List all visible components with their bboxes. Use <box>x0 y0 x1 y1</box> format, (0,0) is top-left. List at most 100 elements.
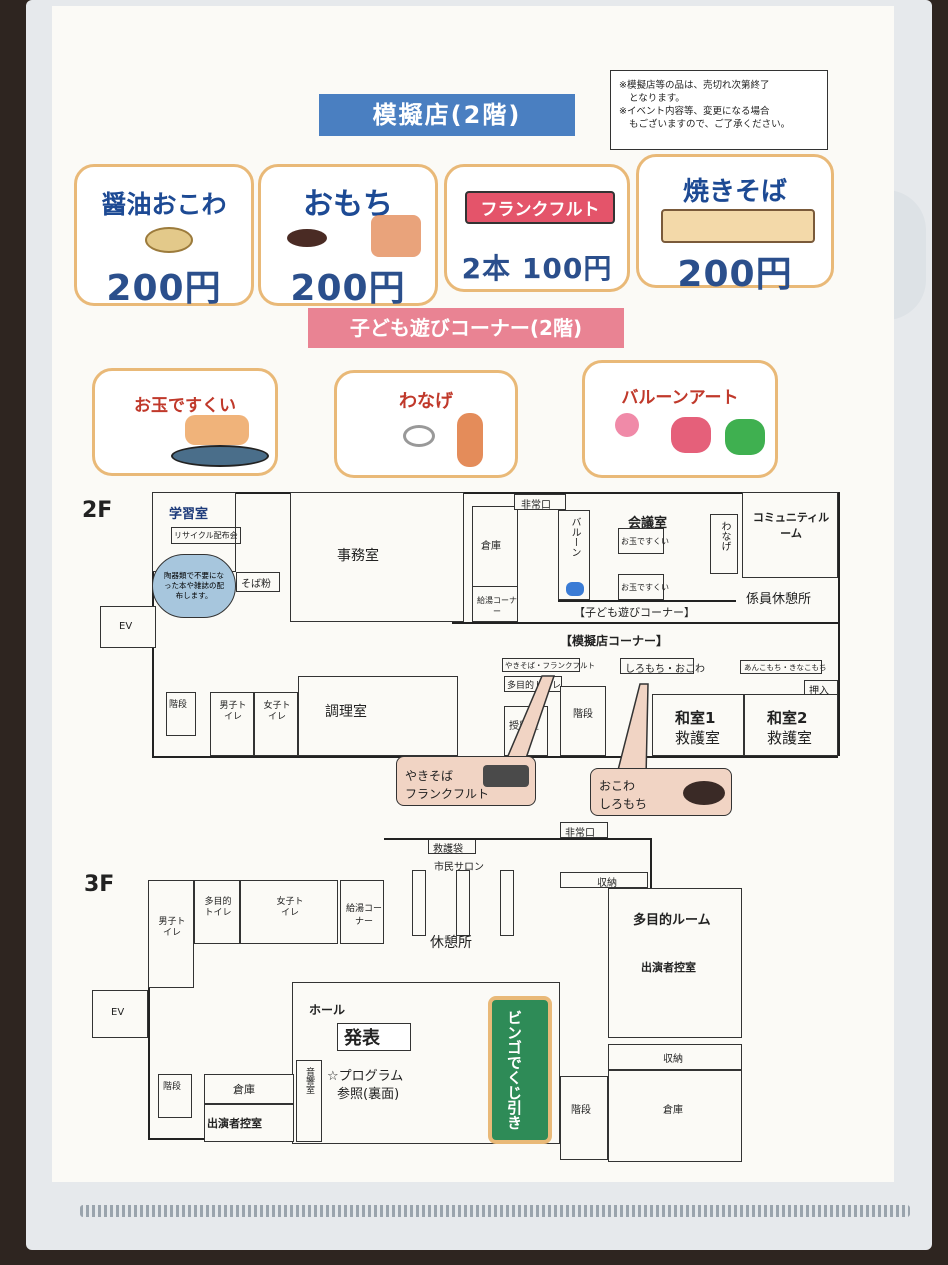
kids-card-otama: お玉ですくい <box>92 368 278 476</box>
pillar <box>456 870 470 936</box>
notice-line-2: となります。 <box>629 93 685 104</box>
yakisoba-bubble-line-1: やきそば <box>405 769 454 783</box>
community-label: コミュニティルーム <box>752 511 830 540</box>
ev-2f: EV <box>100 606 156 648</box>
rest-label: 休憩所 <box>430 935 472 951</box>
washitsu1: 和室1 救護室 <box>652 694 744 756</box>
program-line-2: 参照(裏面) <box>337 1087 400 1102</box>
wall <box>650 838 652 888</box>
people-icon <box>371 215 421 257</box>
wall <box>452 622 838 624</box>
stall-anko-label: あんこもち・きなこもち <box>744 663 827 672</box>
wall <box>838 492 840 756</box>
balloon-dog-icon <box>566 582 584 596</box>
yakisoba-plate-icon <box>483 765 529 787</box>
stall-mochi-spot: しろもち・おこわ <box>620 658 705 675</box>
notice-line-3: ※イベント内容等、変更になる場合 <box>619 106 770 117</box>
emergency-exit-2f: 非常口 <box>514 494 566 511</box>
multi-purpose-label: 多目的ルーム <box>633 913 711 928</box>
stairs-3f: 階段 <box>158 1074 192 1118</box>
stall-card-frank: フランクフルト 2本 100円 <box>444 164 630 292</box>
men-toilet-2f: 男子トイレ <box>210 692 254 756</box>
stall-price-frank: 2本 100円 <box>461 252 613 285</box>
stall-card-yakisoba: 焼きそば 200円 <box>636 154 834 295</box>
floor3-label: 3F <box>84 872 115 897</box>
stall-name-frank: フランクフルト <box>465 191 615 224</box>
waiting-room2-3f: 出演者控室 <box>204 1104 294 1142</box>
wanage-label: わなげ <box>719 521 730 551</box>
multi-toilet-3f: 多目的トイレ <box>194 880 240 944</box>
stall-name-yakisoba: 焼きそば <box>682 177 787 207</box>
yakisoba-stall-icon <box>661 209 815 243</box>
kitchen-2f: 調理室 <box>298 676 458 756</box>
washitsu2-sub-label: 救護室 <box>767 729 813 747</box>
stall-card-okowa: 醤油おこわ 200円 <box>74 164 254 309</box>
notice-line-1: ※模擬店等の品は、売切れ次第終了 <box>619 80 770 91</box>
women-toilet-2f: 女子トイレ <box>254 692 298 756</box>
stall-price-yakisoba: 200円 <box>677 254 793 295</box>
bingo-label: ビンゴでくじ引き <box>505 1010 523 1130</box>
emergency-label-2f: 非常口 <box>521 500 551 511</box>
multi-purpose-room: 多目的ルーム 出演者控室 <box>608 888 742 1038</box>
storage2-label-3f: 収納 <box>663 1054 683 1065</box>
otama-area-1: お玉ですくい <box>618 528 669 554</box>
office-label: 事務室 <box>337 548 379 564</box>
balloon-dog-green-icon <box>725 419 765 455</box>
closet-label-2f: 押入 <box>809 686 829 697</box>
women-label-3f: 女子トイレ <box>276 897 304 918</box>
pillar <box>412 870 426 936</box>
balloon-flower-icon <box>615 413 639 437</box>
pillar <box>500 870 514 936</box>
soba-room: そば粉 <box>236 572 280 592</box>
sound-label: 音響室 <box>304 1067 314 1094</box>
storage3-label-3f: 倉庫 <box>663 1105 683 1116</box>
storage-small-label: 収納 <box>597 878 617 889</box>
waiting-room-label: 出演者控室 <box>641 961 696 974</box>
okowa-food-icon <box>683 781 725 805</box>
mochi-icon <box>287 229 327 247</box>
hall-label: ホール <box>309 1003 346 1017</box>
stairs2-2f: 階段 <box>560 686 606 756</box>
ev-label-3f: EV <box>111 1007 125 1018</box>
study-room-label: 学習室 <box>169 507 209 522</box>
stairs-label-3f: 階段 <box>163 1082 182 1092</box>
stall-yakisoba-label: やきそば・フランクフルト <box>505 661 595 670</box>
storage-3f: 倉庫 <box>204 1074 294 1104</box>
storage2-3f: 収納 <box>608 1044 742 1070</box>
washitsu1-label: 和室1 <box>675 709 716 727</box>
stall-name-okowa: 醤油おこわ <box>101 190 227 219</box>
kids-card-wanage: わなげ <box>334 370 518 478</box>
wall <box>558 600 736 602</box>
stairs2-label-3f: 階段 <box>571 1105 591 1116</box>
okowa-bubble: おこわ しろもち <box>590 768 732 816</box>
firstaid-bag: 救護袋 <box>428 838 476 855</box>
ring-icon <box>403 425 435 447</box>
floor2-label: 2F <box>82 498 113 523</box>
storage-label: 倉庫 <box>481 541 501 552</box>
yakisoba-bubble: やきそば フランクフルト <box>396 756 536 806</box>
stairs-label-2f: 階段 <box>169 700 188 710</box>
presentation-label: 発表 <box>337 1023 411 1051</box>
kids-name-otama: お玉ですくい <box>134 396 236 416</box>
stall-anko-spot: あんこもち・きなこもち <box>740 660 827 674</box>
water-room-3f: 給湯コーナー <box>340 880 384 944</box>
storage-label-3f: 倉庫 <box>233 1083 255 1096</box>
ev-label-2f: EV <box>119 621 133 632</box>
water-room: 給湯コーナー <box>472 586 518 622</box>
stall-yakisoba-spot: やきそば・フランクフルト <box>502 658 595 672</box>
bingo-booth[interactable]: ビンゴでくじ引き <box>488 996 552 1144</box>
stalls-banner: 模擬店(2階) <box>319 94 575 136</box>
program-line-1: ☆プログラム <box>327 1069 404 1084</box>
bubble-pointer-okowa <box>615 683 649 779</box>
multi-toilet-label-3f: 多目的トイレ <box>204 897 232 918</box>
wall <box>148 988 150 1138</box>
washitsu1-sub-label: 救護室 <box>675 729 721 747</box>
sleeve-zipper <box>80 1205 910 1217</box>
recycle-bubble: 陶器類で不要になった本や雑誌の配布します。 <box>152 554 236 618</box>
recycle-label: リサイクル配布会 <box>171 527 241 544</box>
balloon-dog-pink-icon <box>671 417 711 453</box>
men-label-2f: 男子トイレ <box>219 701 247 722</box>
yakisoba-bubble-line-2: フランクフルト <box>405 787 490 801</box>
stall-card-mochi: おもち 200円 <box>258 164 438 309</box>
stairs2-3f: 階段 <box>560 1076 608 1160</box>
